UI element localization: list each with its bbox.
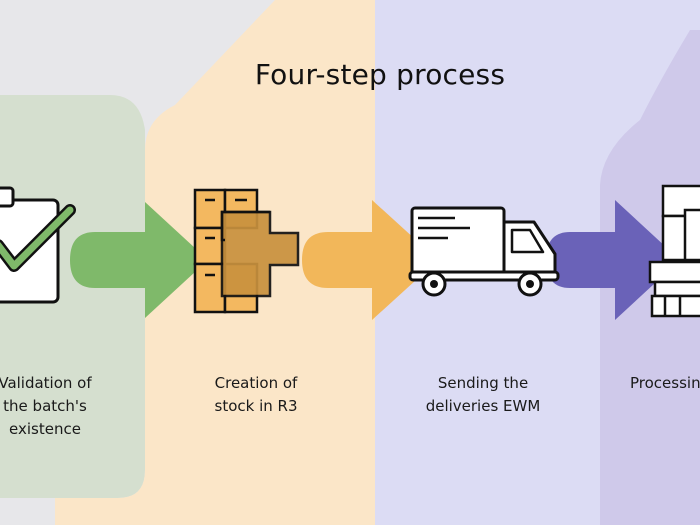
step1-label-line1: Validation of <box>0 374 92 392</box>
step1-label: Validation of the batch's existence <box>0 372 130 441</box>
step3-label-line1: Sending the <box>437 374 529 392</box>
boxes-plus-icon <box>193 188 300 314</box>
diagram-title: Four-step process <box>254 58 506 91</box>
arrow-3 <box>546 200 680 320</box>
arrow-1 <box>70 202 208 318</box>
pallet-boxes-icon <box>648 184 700 318</box>
step4-label: Processing <box>620 372 700 395</box>
step4-label-line1: Processing <box>630 374 700 392</box>
delivery-truck-icon <box>408 206 560 297</box>
step3-label: Sending the deliveries EWM <box>403 372 563 418</box>
step2-label-line2: stock in R3 <box>214 397 298 415</box>
step1-label-line2: the batch's <box>3 397 87 415</box>
step2-label-line1: Creation of <box>214 374 298 392</box>
step1-label-line3: existence <box>9 420 81 438</box>
step3-label-line2: deliveries EWM <box>425 397 541 415</box>
arrow-2 <box>302 200 438 320</box>
step1-panel <box>0 95 145 498</box>
step2-label: Creation of stock in R3 <box>176 372 336 418</box>
checklist-icon <box>0 186 76 304</box>
